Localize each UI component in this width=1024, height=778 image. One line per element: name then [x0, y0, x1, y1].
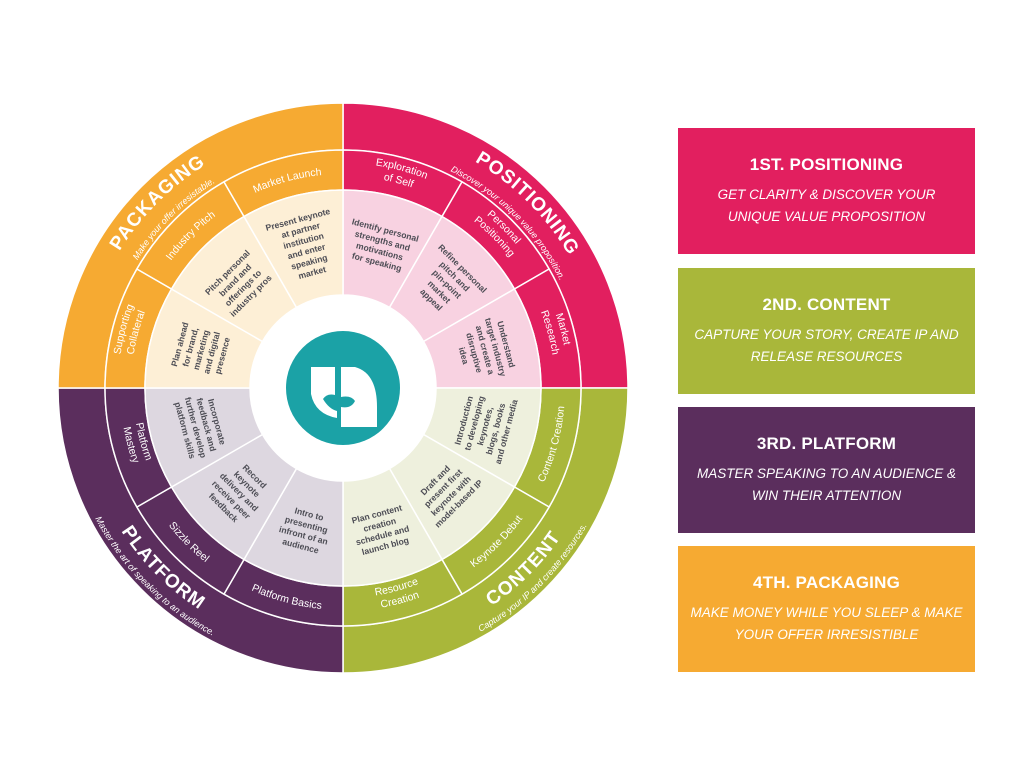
panel-positioning: 1ST. POSITIONING GET CLARITY & DISCOVER …	[678, 128, 975, 254]
panel-title: 4TH. PACKAGING	[753, 573, 900, 592]
panel-title: 3RD. PLATFORM	[756, 434, 897, 453]
logo-icon	[286, 331, 400, 445]
panel-text: GET CLARITY & DISCOVER YOUR UNIQUE VALUE…	[717, 187, 936, 224]
panel-content: 2ND. CONTENT CAPTURE YOUR STORY, CREATE …	[678, 268, 975, 394]
panel-text: MASTER SPEAKING TO AN AUDIENCE & WIN THE…	[696, 466, 957, 503]
panel-platform: 3RD. PLATFORM MASTER SPEAKING TO AN AUDI…	[678, 407, 975, 533]
panel-text: CAPTURE YOUR STORY, CREATE IP AND RELEAS…	[694, 327, 959, 364]
panel-title: 2ND. CONTENT	[762, 295, 891, 314]
panel-text: MAKE MONEY WHILE YOU SLEEP & MAKE YOUR O…	[690, 605, 963, 642]
segment-detail: Plan aheadfor brand,marketingand digital…	[169, 321, 233, 379]
segment-detail: Intro topresentinginfront of anaudience	[275, 503, 335, 558]
panel-title: 1ST. POSITIONING	[749, 155, 904, 174]
panel-packaging: 4TH. PACKAGING MAKE MONEY WHILE YOU SLEE…	[678, 546, 975, 672]
